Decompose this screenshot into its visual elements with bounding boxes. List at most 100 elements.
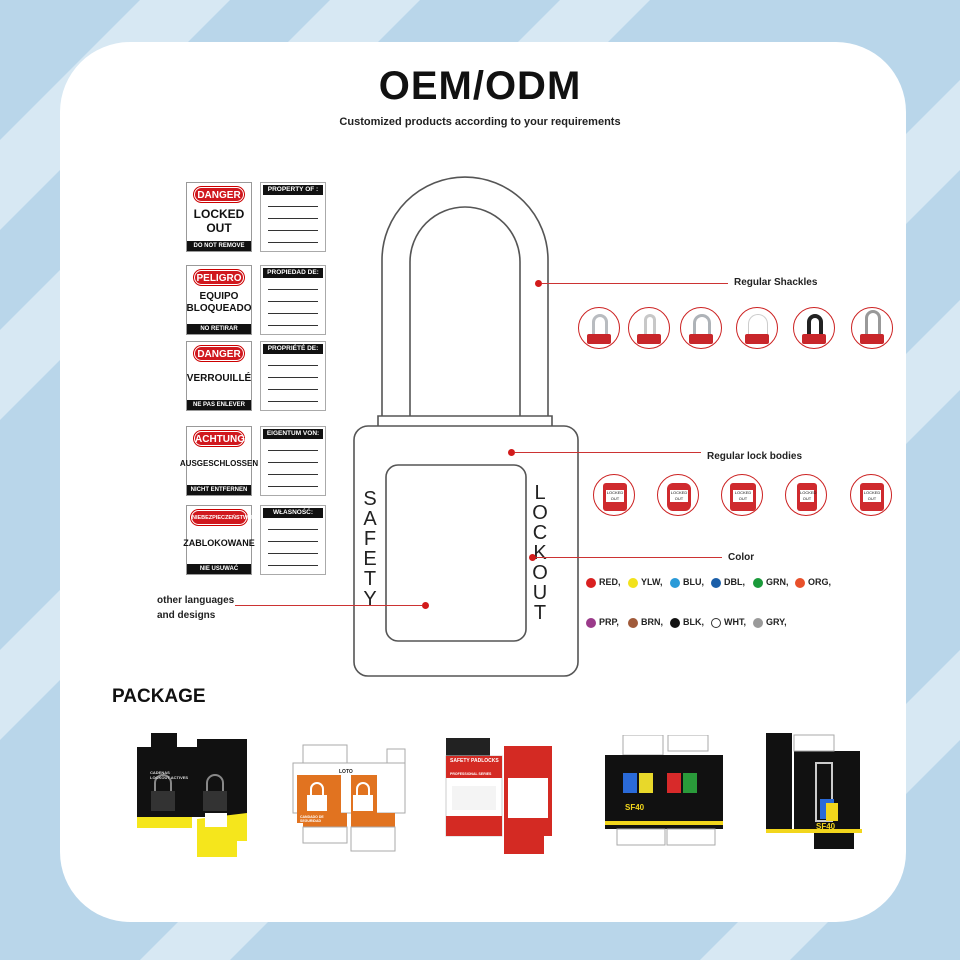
callout-dot-shackle [535, 280, 542, 287]
tag-footer: DO NOT REMOVE [187, 241, 251, 251]
color-code: WHT, [724, 617, 746, 627]
padlock-text-lockout-1: L [534, 482, 546, 504]
tag-body: AUSGESCHLOSSEN [179, 459, 259, 468]
tag-body: BLOQUEADO [186, 303, 252, 314]
color-swatch [711, 618, 721, 628]
package-heading: PACKAGE [112, 686, 206, 707]
tag-footer: NIE USUWAĆ [187, 564, 251, 574]
lock-body-label: LOCKED OUT [606, 490, 624, 502]
padlock-text-lockout-6: U [532, 582, 548, 604]
package-box-black-yellow [137, 733, 247, 857]
package-box-sf40-flat [766, 733, 862, 849]
callout-label-shackles: Regular Shackles [734, 277, 818, 288]
property-tag-header: PROPRIÉTÉ DE: [263, 344, 323, 354]
lock-body-option-1: LOCKED OUT [593, 474, 635, 516]
shackle-option-long [851, 307, 893, 349]
shackle-option-steel-3 [680, 307, 722, 349]
property-tag: PROPIEDAD DE: [260, 265, 326, 335]
callout-label-color: Color [728, 552, 755, 563]
color-swatch [628, 618, 638, 628]
padlock-text-lockout-3: C [532, 522, 548, 544]
color-code: YLW, [641, 577, 663, 587]
lock-body-label: LOCKED OUT [733, 490, 753, 502]
padlock-text-safety-6: Y [363, 588, 377, 610]
lock-body-label: LOCKED OUT [670, 490, 688, 502]
color-code: DBL, [724, 577, 745, 587]
package-box1-text: CADENAS LOCKOUT ACTIVES [150, 770, 189, 780]
color-code: BRN, [641, 617, 663, 627]
color-swatch [795, 578, 805, 588]
color-code: BLK, [683, 617, 704, 627]
package-box5-text: SF40 [816, 822, 836, 831]
padlock-text-safety-2: A [363, 508, 377, 530]
color-code: GRY, [766, 617, 787, 627]
tag-footer: NO RETIRAR [187, 324, 251, 334]
shackle-option-cable [736, 307, 778, 349]
callout-dot-body [508, 449, 515, 456]
tag-body: OUT [206, 221, 232, 235]
lock-body-label: LOCKED OUT [863, 490, 881, 502]
property-tag-header: PROPERTY OF : [263, 185, 323, 195]
padlock-text-lockout-2: O [532, 502, 548, 524]
tag-header: ACHTUNG [194, 431, 245, 446]
callout-label-other-1: other languages [157, 595, 235, 606]
lock-body-option-3: LOCKED OUT [721, 474, 763, 516]
tag-achtung: ACHTUNG AUSGESCHLOSSEN NICHT ENTFERNEN [180, 426, 258, 496]
package-box3-sub: PROFESSIONAL SERIES [450, 772, 492, 776]
package-box-orange [292, 744, 406, 852]
page-subtitle: Customized products according to your re… [339, 116, 621, 128]
tag-body: LOCKED [193, 207, 245, 221]
tag-body: VERROUILLÉ [186, 373, 252, 384]
lock-body-option-5: LOCKED OUT [850, 474, 892, 516]
color-code: GRN, [766, 577, 789, 587]
color-code: PRP, [599, 617, 619, 627]
color-swatch [753, 618, 763, 628]
package-box-sf40-open [605, 735, 723, 846]
tag-niebezpieczenstwo: NIEBEZPIECZEŃSTWO ZABLOKOWANE NIE USUWAĆ [183, 505, 255, 575]
property-tag: PROPRIÉTÉ DE: [260, 341, 326, 411]
shackle-option-nylon [793, 307, 835, 349]
tag-header: DANGER [194, 187, 244, 202]
property-tag-header: WŁASNOŚĆ: [263, 508, 323, 518]
property-tag-header: EIGENTUM VON: [263, 429, 323, 439]
lock-body-option-4: LOCKED OUT [785, 474, 827, 516]
color-swatch [628, 578, 638, 588]
color-code: ORG, [808, 577, 832, 587]
padlock-text-lockout-5: O [532, 562, 548, 584]
package-box2-sub: CANDADO DE SEGURIDAD [300, 815, 324, 823]
lock-body-label: LOCKED OUT [800, 490, 817, 502]
tag-body: EQUIPO [199, 291, 239, 302]
property-tag: WŁASNOŚĆ: [260, 505, 326, 575]
padlock-text-safety-3: F [363, 528, 377, 550]
padlock-text-safety-5: T [363, 568, 377, 590]
padlock-text-safety-1: S [363, 488, 377, 510]
color-swatch [753, 578, 763, 588]
package-box-red [445, 738, 552, 854]
color-code: BLU, [683, 577, 704, 587]
tag-body: ZABLOKOWANE [183, 538, 255, 548]
callout-line-other [235, 605, 422, 606]
property-tag-header: PROPIEDAD DE: [263, 268, 323, 278]
package-box3-text: SAFETY PADLOCKS [450, 758, 499, 764]
lock-body-option-2: LOCKED OUT [657, 474, 699, 516]
padlock-text-safety-4: E [363, 548, 377, 570]
tag-header: DANGER [194, 346, 244, 361]
color-swatch [711, 578, 721, 588]
package-box4-text: SF40 [625, 803, 645, 812]
padlock-text-lockout-4: K [533, 542, 547, 564]
shackle-option-steel-2 [628, 307, 670, 349]
callout-label-bodies: Regular lock bodies [707, 451, 803, 462]
property-tag: EIGENTUM VON: [260, 426, 326, 496]
callout-line-color [536, 557, 722, 558]
padlock-outline-drawing [353, 176, 579, 677]
color-code: RED, [599, 577, 621, 587]
callout-line-body [515, 452, 701, 453]
tag-header: PELIGRO [194, 270, 244, 285]
page-title: OEM/ODM [378, 64, 582, 108]
package-box2-text: LOTO [339, 769, 353, 775]
property-tag: PROPERTY OF : [260, 182, 326, 252]
tag-footer: NICHT ENTFERNEN [187, 485, 251, 495]
shackle-option-steel-1 [578, 307, 620, 349]
